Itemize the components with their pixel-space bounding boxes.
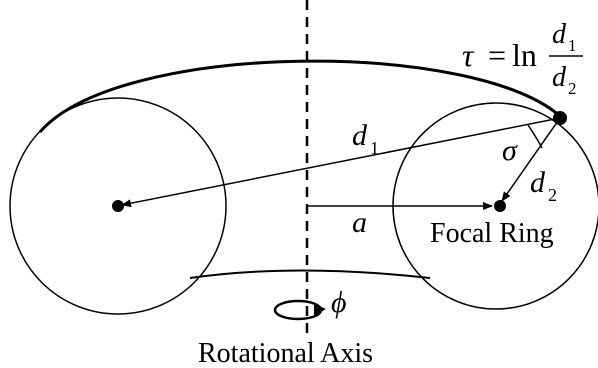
torus-surface-point [553, 111, 567, 125]
fraction-denominator-d: d [552, 62, 567, 93]
a-label: a [352, 206, 367, 239]
d1-line [121, 117, 561, 208]
sigma-label: σ [502, 134, 518, 167]
d1-label: d 1 [352, 119, 379, 158]
d2-line [501, 117, 561, 202]
focal-ring-label: Focal Ring [430, 218, 554, 249]
d2-subscript: 2 [548, 185, 557, 205]
sigma-angle-arc [527, 124, 543, 149]
fraction-denominator-subscript: 2 [568, 79, 577, 98]
torus-top-outline [38, 59, 564, 133]
d2-letter: d [530, 166, 546, 199]
focal-ring-point [494, 200, 506, 212]
rotational-axis-label: Rotational Axis [198, 338, 373, 368]
ln-function: ln [512, 37, 537, 73]
tau-formula: τ = ln d 1 d 2 [462, 19, 583, 98]
left-center-point [112, 200, 124, 212]
phi-label: ϕ [331, 286, 347, 319]
rotation-arrow-icon [314, 304, 326, 316]
fraction-numerator-d: d [552, 19, 567, 50]
equals-sign: = [488, 37, 506, 73]
left-cross-section-circle [9, 97, 227, 315]
tau-symbol: τ [462, 37, 475, 73]
fraction-numerator-subscript: 1 [568, 36, 577, 55]
d1-subscript: 1 [370, 138, 379, 158]
torus-bottom-outline [189, 269, 431, 279]
d1-letter: d [352, 119, 368, 152]
d2-label: d 2 [530, 166, 557, 205]
